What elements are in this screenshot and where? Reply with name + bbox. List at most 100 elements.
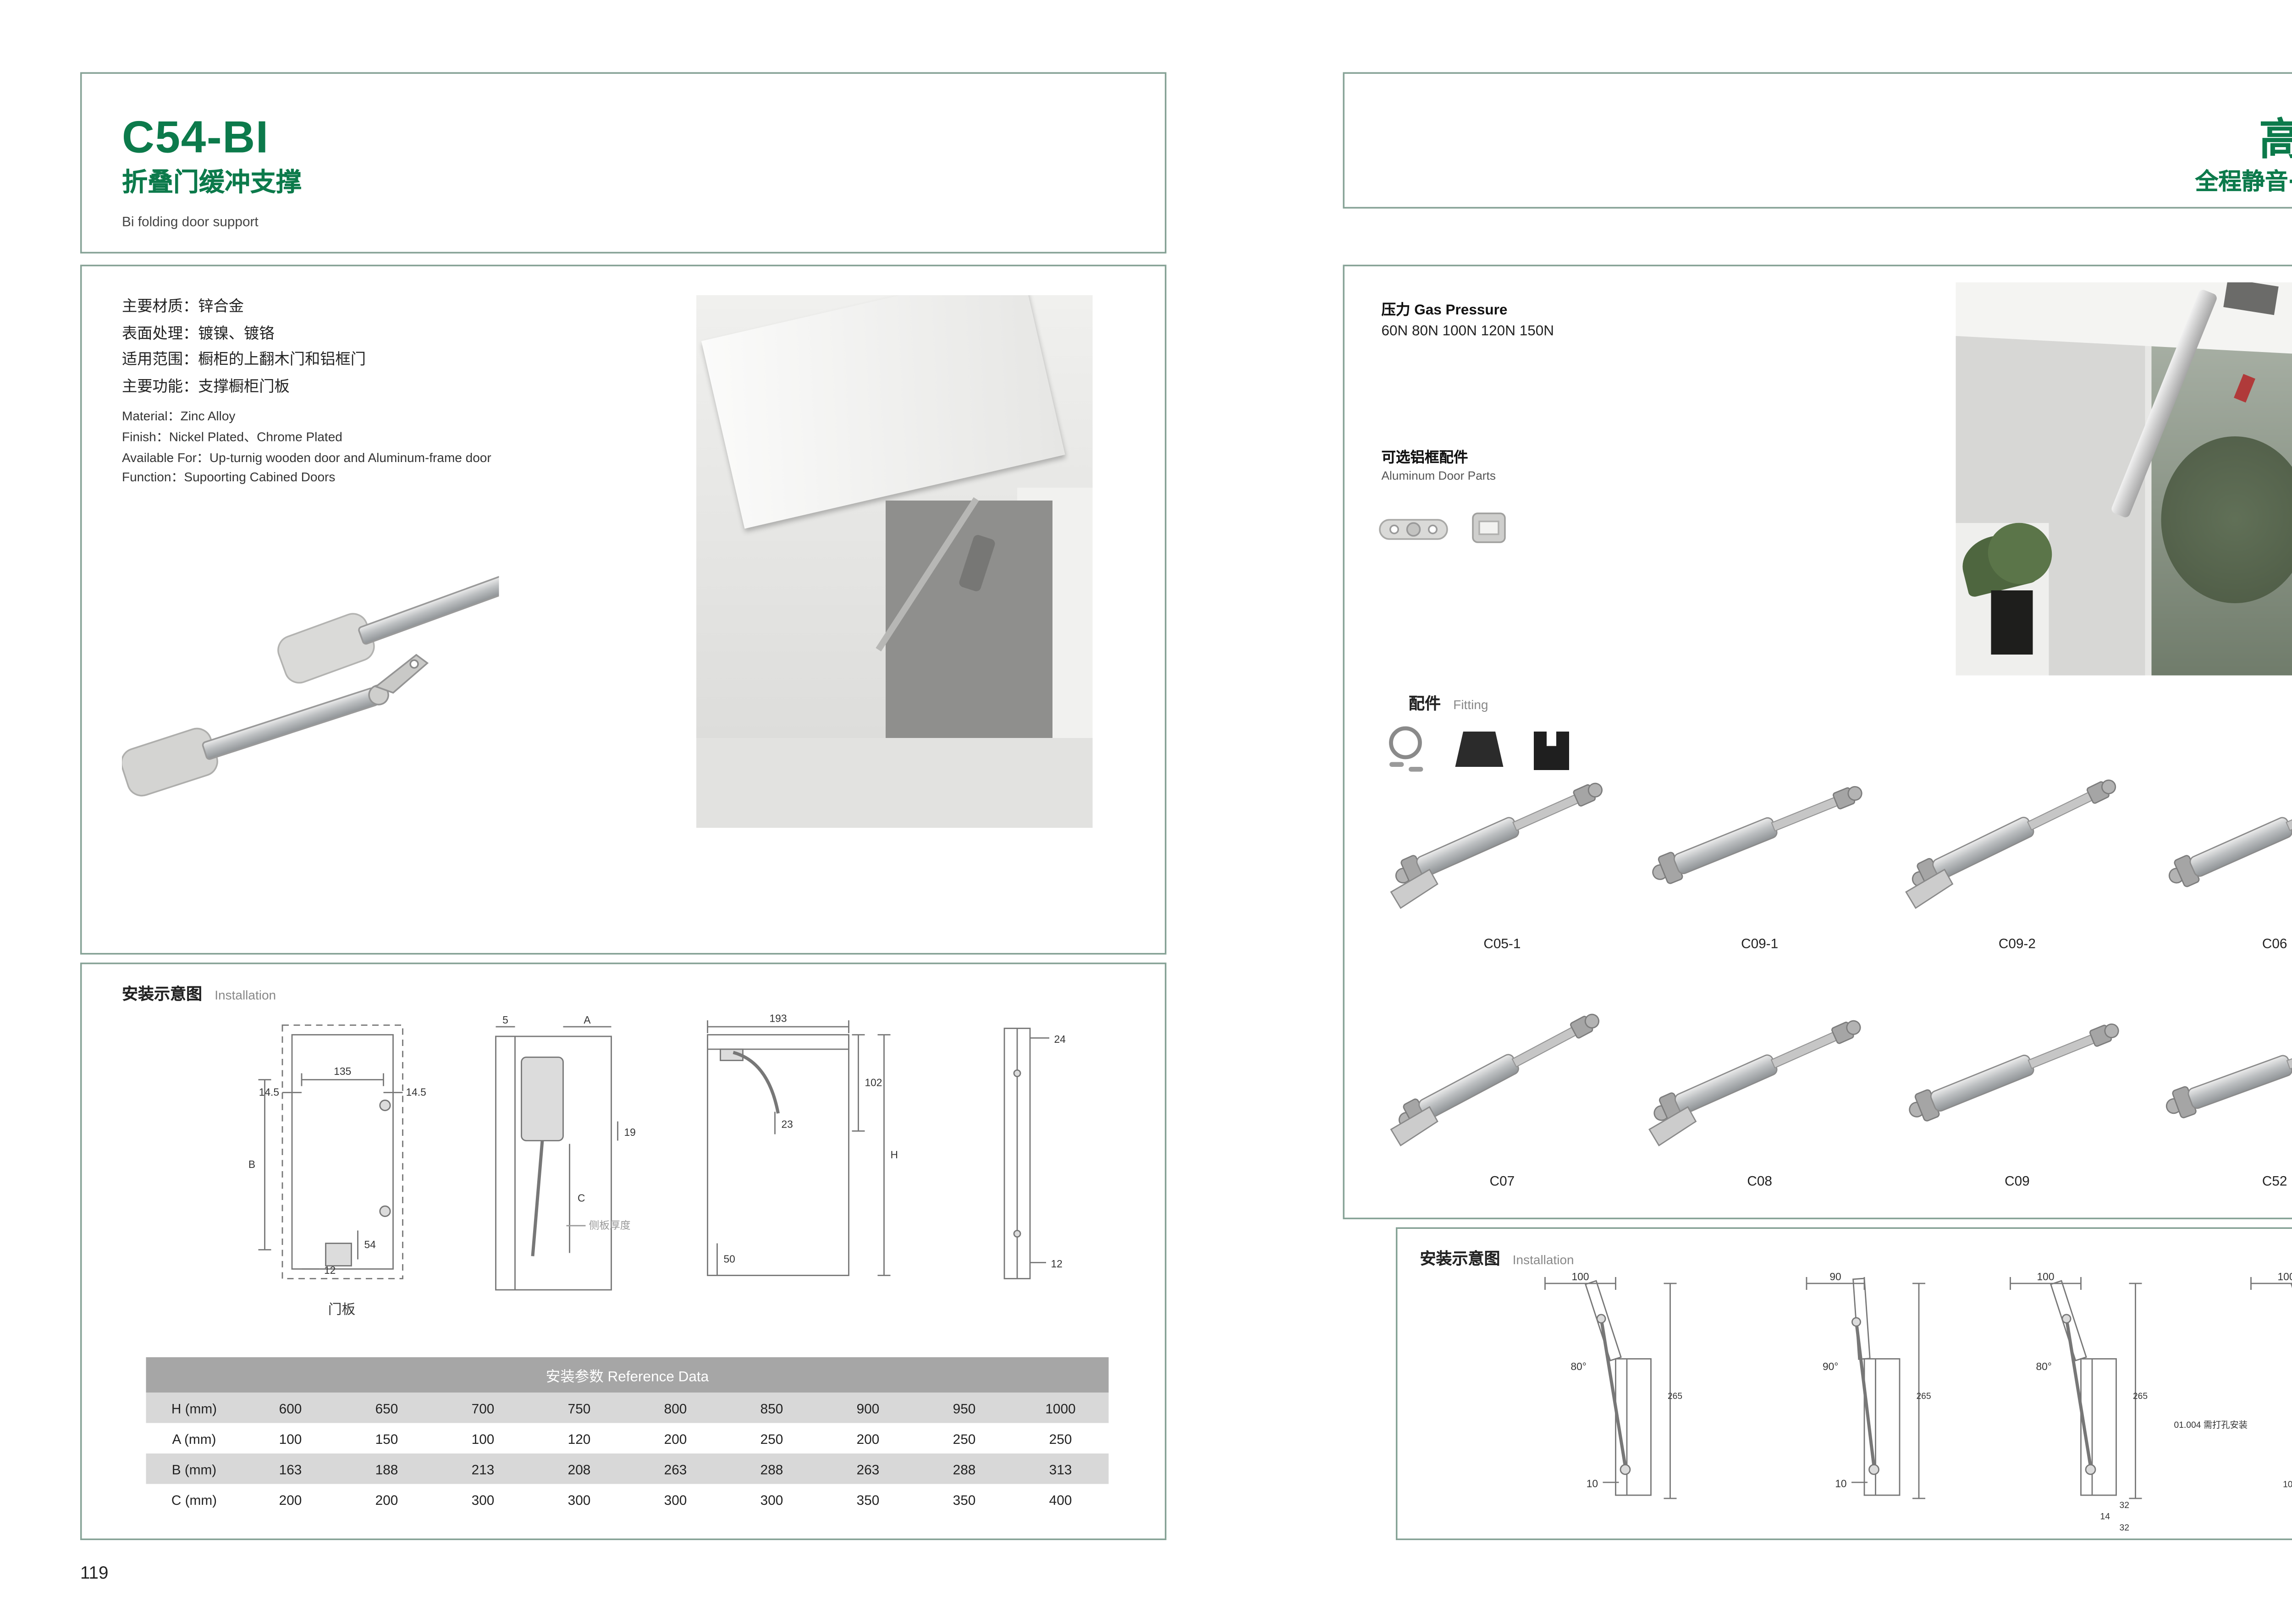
dim-bottom: 10 [1835,1478,1846,1490]
table-cell: 300 [723,1484,820,1514]
installation-label-en: Installation [1512,1253,1574,1268]
gas-spring-illustration [1905,779,2117,909]
product-code: C09-1 [1741,935,1779,952]
support-arm-1 [277,567,499,684]
dim-C: C [578,1192,585,1204]
dim-height: 265 [1916,1392,1931,1401]
dim-12: 12 [1051,1258,1063,1270]
aluminum-parts-label-en: Aluminum Door Parts [1381,468,1496,483]
diagram-side-view: 5 A 19 C 侧板厚度 [495,1014,636,1291]
row-label: C (mm) [146,1484,242,1514]
dim-B: B [248,1158,255,1170]
table-cell: 208 [531,1453,628,1484]
table-cell: 900 [820,1393,916,1423]
dim-bottom: 10 [1587,1478,1598,1490]
dim-193: 193 [770,1013,787,1024]
installation-section-label: 安装示意图 Installation [1420,1245,1574,1269]
product-item: C07 [1373,969,1631,1206]
pressure-values: 60N 80N 100N 120N 150N [1381,322,1554,339]
dim-height: 265 [1668,1392,1682,1401]
left-installation-panel: 安装示意图 Installation 135 14.5 14.5 B 54 12… [80,963,1167,1540]
dim-23: 23 [782,1118,793,1130]
dim-H: H [891,1149,898,1161]
spec-line: Finish：Nickel Plated、Chrome Plated [122,429,342,444]
table-cell: 700 [435,1393,531,1423]
dim-top: 90 [1829,1271,1841,1283]
photo-lower-wall [696,738,1093,828]
spec-line: 主要材质：锌合金 [122,298,244,316]
cabinet-photo [696,295,1093,828]
drill-note: 01.004 需打孔安装 [2174,1420,2248,1430]
table-cell: 950 [916,1393,1013,1423]
table-cell: 313 [1012,1453,1109,1484]
table-cell: 650 [338,1393,435,1423]
door-panel-label: 门板 [328,1302,356,1317]
right-installation-panel: 安装示意图 Installation 100 80° 265 10 90 [1396,1227,2292,1540]
spec-line: 表面处理：镀镍、镀铬 [122,325,275,343]
table-cell: 300 [627,1484,724,1514]
gas-spring-illustration [1390,1013,1600,1146]
product-item: C09-1 [1631,732,1889,969]
gas-spring-illustration [2168,793,2292,887]
right-header-panel: 高品质 全程静音·缓冲支撑 [1343,72,2292,209]
table-row: C (mm) 200 200 300 300 300 300 350 350 4… [146,1484,1109,1514]
left-content-panel: 主要材质：锌合金 表面处理：镀镍、镀铬 适用范围：橱柜的上翻木门和铝框门 主要功… [80,264,1167,955]
table-cell: 400 [1012,1484,1109,1514]
table-cell: 300 [435,1484,531,1514]
table-cell: 250 [1012,1423,1109,1453]
install-diagram-3: 100 80° 265 32 14 32 [2010,1271,2148,1533]
table-cell: 288 [723,1453,820,1484]
photo-plant-pot [1991,590,2033,655]
spec-line: Function：Supoorting Cabined Doors [122,470,336,485]
specs-chinese: 主要材质：锌合金 表面处理：镀镍、镀铬 适用范围：橱柜的上翻木门和铝框门 主要功… [122,295,366,402]
dim-14-5-left: 14.5 [259,1086,279,1098]
folding-support-illustration [122,567,499,797]
product-code: C09-2 [1998,935,2036,952]
fitting-parts-image [1389,726,1569,772]
table-cell: 213 [435,1453,531,1484]
install-diagram-2: 90 90° 265 10 [1806,1271,1931,1499]
product-code: C09 [2005,1173,2030,1189]
product-code: C07 [1489,1173,1515,1189]
table-cell: 200 [820,1423,916,1453]
product-subtitle-en: Bi folding door support [122,213,259,230]
spec-line: Material：Zinc Alloy [122,409,236,424]
row-label: H (mm) [146,1393,242,1423]
right-content-panel: 压力 Gas Pressure 60N 80N 100N 120N 150N 可… [1343,264,2292,1219]
left-header-panel: C54-BI 折叠门缓冲支撑 Bi folding door support [80,72,1167,253]
product-grid: C05-1 C09-1 C09-2 C06 [1373,732,2292,1206]
quality-title: 高品质 [1344,118,2292,162]
table-cell: 250 [723,1423,820,1453]
dim-14-5-right: 14.5 [406,1086,426,1098]
dim-32a: 32 [2120,1501,2129,1510]
dim-32b: 32 [2120,1523,2129,1533]
table-cell: 288 [916,1453,1013,1484]
dim-50: 50 [724,1253,735,1265]
installation-label-en: Installation [215,988,276,1003]
table-cell: 120 [531,1423,628,1453]
product-item: C06 [2146,732,2292,969]
spec-line: 适用范围：橱柜的上翻木门和铝框门 [122,352,366,369]
dim-12: 12 [324,1264,336,1276]
gas-spring-illustration [2165,1036,2292,1118]
table-cell: 850 [723,1393,820,1423]
table-row: B (mm) 163 188 213 208 263 288 263 288 3… [146,1453,1109,1484]
table-cell: 1000 [1012,1393,1109,1423]
dim-54: 54 [364,1239,376,1250]
dim-19: 19 [624,1126,636,1138]
dim-angle: 90° [1823,1360,1838,1372]
product-item: C09-2 [1889,732,2146,969]
row-label: A (mm) [146,1423,242,1453]
aluminum-parts-label-cn: 可选铝框配件 [1381,449,1468,465]
row-label: B (mm) [146,1453,242,1484]
install-diagram-1: 100 80° 265 10 [1544,1271,1682,1499]
product-item: C09 [1889,969,2146,1206]
product-code: C52 [2262,1173,2287,1189]
table-cell: 800 [627,1393,724,1423]
table-cell: 350 [916,1484,1013,1514]
dim-angle: 80° [1571,1360,1587,1372]
table-cell: 300 [531,1484,628,1514]
gas-spring-photo [1956,282,2292,676]
dim-5: 5 [502,1014,508,1026]
